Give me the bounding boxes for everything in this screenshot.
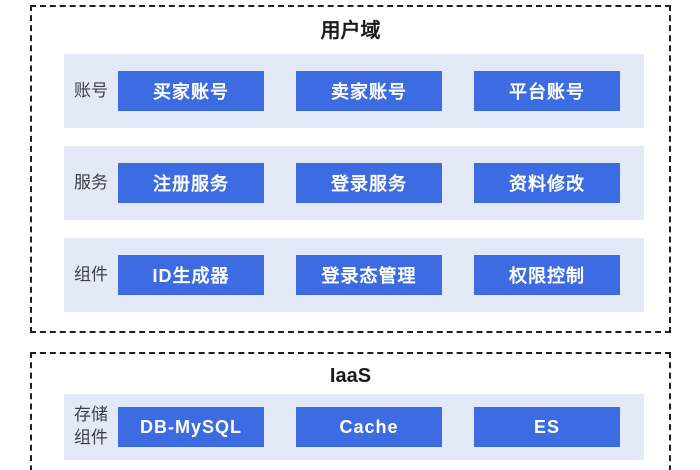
component-row-panel: 组件 ID生成器 登录态管理 权限控制 — [64, 238, 644, 312]
iaas-domain-box: IaaS 存储组件 DB-MySQL Cache ES — [30, 352, 671, 470]
user-domain-title: 用户域 — [320, 20, 381, 42]
node-register-service: 注册服务 — [118, 163, 264, 203]
storage-row-panel: 存储组件 DB-MySQL Cache ES — [64, 394, 644, 460]
node-login-state-manager: 登录态管理 — [296, 255, 442, 295]
node-cache: Cache — [296, 407, 442, 447]
node-permission-control: 权限控制 — [474, 255, 620, 295]
service-row-label: 服务 — [74, 172, 108, 192]
iaas-domain-title: IaaS — [329, 365, 372, 387]
component-row-label: 组件 — [74, 264, 108, 284]
storage-row-label: 存储组件 — [74, 405, 108, 447]
node-db-mysql: DB-MySQL — [118, 407, 264, 447]
user-domain-box: 用户域 账号 买家账号 卖家账号 平台账号 服务 注册服务 登录服务 资料修改 … — [30, 5, 671, 333]
node-seller-account: 卖家账号 — [296, 71, 442, 111]
node-login-service: 登录服务 — [296, 163, 442, 203]
node-id-generator: ID生成器 — [118, 255, 264, 295]
node-platform-account: 平台账号 — [474, 71, 620, 111]
node-buyer-account: 买家账号 — [118, 71, 264, 111]
account-row-panel: 账号 买家账号 卖家账号 平台账号 — [64, 54, 644, 128]
service-row-panel: 服务 注册服务 登录服务 资料修改 — [64, 146, 644, 220]
account-row-label: 账号 — [74, 80, 108, 100]
node-es: ES — [474, 407, 620, 447]
node-profile-edit: 资料修改 — [474, 163, 620, 203]
